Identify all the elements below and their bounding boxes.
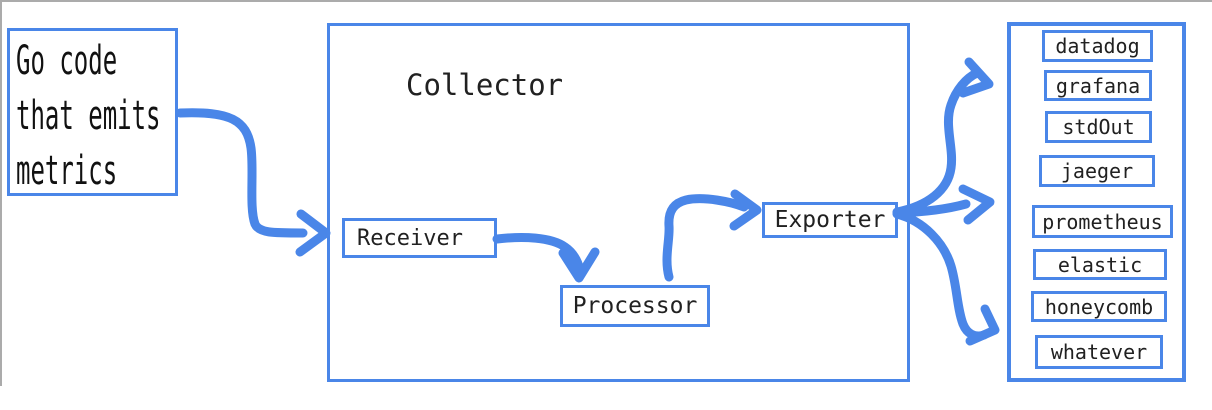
canvas-edge-top (0, 0, 1212, 2)
source-line-1: Go code (16, 38, 118, 84)
arrow-exporter-to-top-destinations (892, 57, 994, 217)
destination-label: jaeger (1060, 159, 1134, 183)
destination-label: prometheus (1042, 209, 1163, 234)
processor-box: Processor (560, 285, 710, 327)
arrow-exporter-to-middle-destinations (892, 184, 995, 225)
destination-grafana: grafana (1044, 70, 1152, 101)
processor-label: Processor (572, 293, 698, 319)
destination-label: whatever (1050, 340, 1148, 364)
destination-stdout: stdOut (1045, 111, 1152, 143)
exporter-box: Exporter (762, 202, 898, 238)
destination-label: elastic (1057, 252, 1143, 277)
source-line-3: metrics (16, 148, 118, 194)
destination-label: grafana (1055, 73, 1141, 98)
destination-prometheus: prometheus (1032, 205, 1173, 238)
destination-label: stdOut (1062, 115, 1135, 139)
receiver-label: Receiver (357, 225, 463, 251)
exporter-label: Exporter (774, 207, 886, 233)
source-code-label: Go code that emits metrics (10, 31, 161, 199)
source-code-box: Go code that emits metrics (7, 28, 178, 196)
destination-label: honeycomb (1044, 294, 1154, 319)
destination-whatever: whatever (1035, 335, 1163, 369)
arrow-exporter-to-bottom-destinations (892, 209, 1000, 346)
collector-title: Collector (406, 68, 564, 102)
arrow-source-to-receiver (175, 108, 331, 257)
canvas-edge-left (0, 0, 2, 386)
receiver-box: Receiver (342, 218, 497, 258)
destination-datadog: datadog (1042, 30, 1153, 62)
destination-jaeger: jaeger (1039, 155, 1155, 187)
destination-honeycomb: honeycomb (1031, 291, 1167, 322)
source-line-2: that emits (16, 93, 161, 139)
destination-label: datadog (1055, 34, 1140, 58)
destination-elastic: elastic (1033, 249, 1167, 280)
